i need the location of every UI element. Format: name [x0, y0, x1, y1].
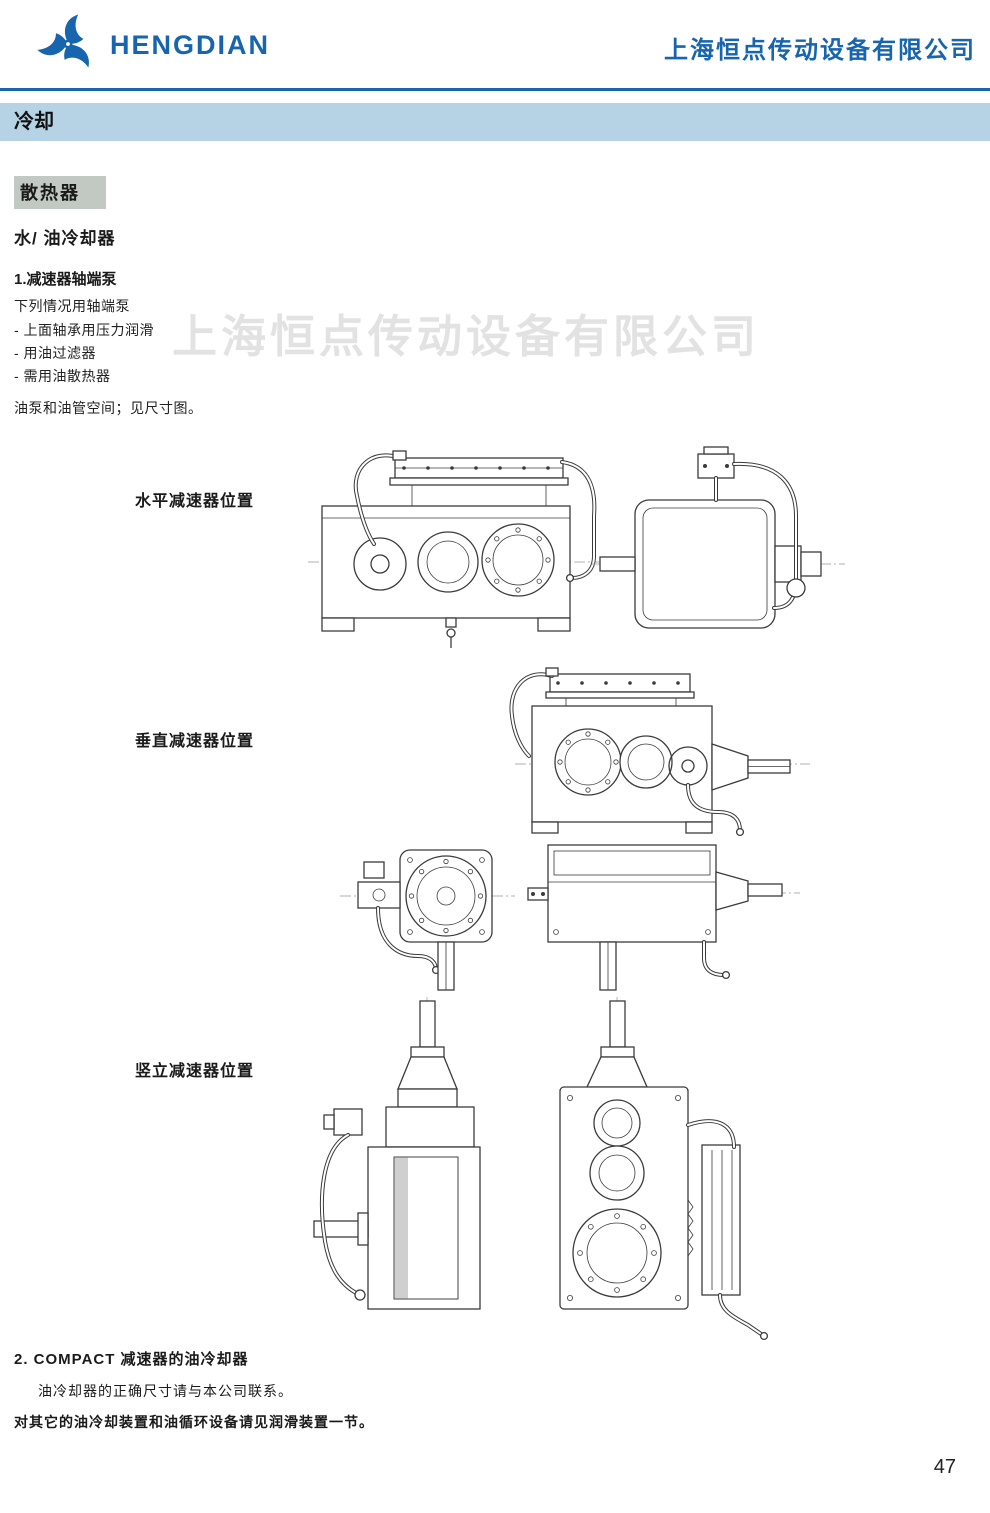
bullet-line: - 上面轴承用压力润滑 — [14, 322, 155, 338]
figure-vertical-reducer-drawing — [340, 667, 810, 991]
company-name: 上海恒点传动设备有限公司 — [664, 38, 976, 64]
horizontal-side-view — [592, 446, 845, 629]
banner-title: 冷却 — [14, 111, 54, 133]
upright-front-view — [559, 997, 769, 1341]
bullet-line: - 需用油散热器 — [14, 368, 111, 384]
vertical-side-view — [527, 844, 800, 991]
page-number: 47 — [933, 1456, 956, 1478]
closing-note: 对其它的油冷却装置和油循环设备请见润滑装置一节。 — [14, 1414, 374, 1430]
bullet-line: - 用油过滤器 — [14, 345, 97, 361]
logo-wordmark: HENGDIAN — [110, 30, 271, 60]
figure-label-vertical: 垂直减速器位置 — [135, 733, 255, 750]
figure-label-horizontal: 水平减速器位置 — [135, 493, 255, 510]
figure-upright-reducer-drawing — [313, 997, 769, 1341]
vertical-front-view — [509, 667, 810, 837]
upright-side-view — [313, 997, 481, 1310]
figure-label-upright: 竖立减速器位置 — [135, 1063, 255, 1080]
cooler-subtitle: 水/ 油冷却器 — [14, 229, 116, 248]
item2-note: 油冷却器的正确尺寸请与本公司联系。 — [38, 1383, 293, 1399]
watermark-text: 上海恒点传动设备有限公司 — [172, 311, 761, 362]
section-banner: 冷却 — [0, 103, 990, 141]
radiator-heading: 散热器 — [14, 176, 106, 209]
header-divider — [0, 88, 990, 91]
figure-horizontal-reducer-drawing — [308, 446, 845, 648]
note-line: 油泵和油管空间；见尺寸图。 — [14, 400, 203, 416]
item1-heading: 1.减速器轴端泵 — [14, 271, 117, 288]
horizontal-front-view — [308, 450, 600, 648]
item2-heading: 2. COMPACT 减速器的油冷却器 — [14, 1351, 249, 1368]
vertical-plan-view — [340, 849, 515, 991]
intro-line: 下列情况用轴端泵 — [14, 298, 130, 314]
company-logo-icon — [36, 14, 96, 73]
